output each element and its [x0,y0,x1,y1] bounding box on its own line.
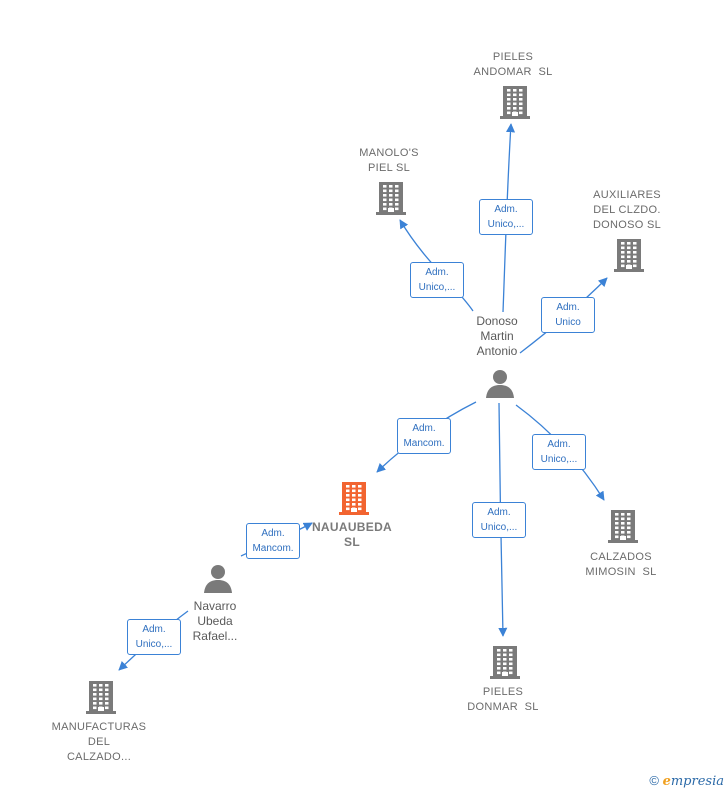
node-label-line: MANOLO'S [359,147,419,159]
node-label-line: PIELES [482,686,524,698]
edge-label-donoso-to-nauaubeda[interactable]: Adm. Mancom. [397,418,451,454]
building-icon[interactable] [86,679,116,720]
node-label-line: CALZADOS [590,551,652,563]
edge-label-line: Adm. [556,302,580,313]
building-icon[interactable] [608,508,638,549]
copyright-footer: © empresia [649,773,724,789]
edge-label-line: Adm. [142,624,166,635]
node-label-manufacturas[interactable]: MANUFACTURAS DEL CALZADO... [24,720,174,765]
node-label-line: Rafael... [192,629,238,643]
edge-label-line: Adm. [494,204,518,215]
building-icon[interactable] [614,237,644,278]
edge-label-line: Unico,... [418,282,456,293]
node-label-pieles-andomar[interactable]: PIELES ANDOMAR SL [438,50,588,80]
node-label-line: MANUFACTURAS [51,721,147,733]
edge-label-donoso-to-auxiliares[interactable]: Adm. Unico [541,297,595,333]
building-icon[interactable] [490,644,520,685]
person-icon[interactable] [485,368,515,403]
edge-label-line: Unico,... [480,522,518,533]
edge-label-line: Mancom. [252,543,294,554]
node-label-line: DEL [87,736,111,748]
node-label-line: Martin [480,329,514,343]
node-label-line: DONMAR SL [467,701,539,713]
node-label-line: MIMOSIN SL [585,566,657,578]
edge-label-navarro-to-manufacturas[interactable]: Adm. Unico,... [127,619,181,655]
copyright-symbol: © [649,773,659,788]
edge-label-line: Adm. [547,439,571,450]
edge-label-navarro-to-nauaubeda[interactable]: Adm. Mancom. [246,523,300,559]
node-label-line: ANDOMAR SL [473,66,553,78]
edge-label-line: Unico,... [540,454,578,465]
node-label-line: PIELES [492,51,534,63]
edge-label-line: Adm. [412,423,436,434]
node-label-line: Antonio [476,344,518,358]
node-label-line: SL [344,535,360,549]
building-icon[interactable] [376,180,406,221]
edge-label-line: Unico,... [487,219,525,230]
person-icon[interactable] [203,563,233,598]
edge-label-line: Mancom. [403,438,445,449]
node-label-line: DEL CLZDO. [593,204,661,216]
node-label-line: Donoso [476,314,518,328]
node-label-line: CALZADO... [66,751,132,763]
building-icon[interactable] [500,84,530,125]
edge-label-donoso-to-pieles-andomar[interactable]: Adm. Unico,... [479,199,533,235]
node-label-line: Ubeda [197,614,233,628]
node-label-line: AUXILIARES [593,189,661,201]
node-label-auxiliares[interactable]: AUXILIARES DEL CLZDO. DONOSO SL [552,188,702,233]
edge-label-line: Unico,... [135,639,173,650]
edge-label-line: Adm. [487,507,511,518]
edges-layer [118,123,608,671]
node-label-pieles-donmar[interactable]: PIELES DONMAR SL [428,685,578,715]
brand-name: mpresia [670,774,724,789]
building-icon[interactable] [339,480,369,521]
edge-label-donoso-to-calzados-mimosin[interactable]: Adm. Unico,... [532,434,586,470]
node-label-manolos-piel[interactable]: MANOLO'S PIEL SL [314,146,464,176]
node-label-calzados-mimosin[interactable]: CALZADOS MIMOSIN SL [546,550,696,580]
node-label-line: DONOSO SL [592,219,662,231]
brand-initial: e [662,774,671,789]
node-label-line: NAUAUBEDA [311,520,393,534]
node-label-line: Navarro [193,599,237,613]
edge-label-donoso-to-manolos-piel[interactable]: Adm. Unico,... [410,262,464,298]
edge-label-line: Unico [555,317,581,328]
edge-label-line: Adm. [425,267,449,278]
edge-label-line: Adm. [261,528,285,539]
node-label-line: PIEL SL [367,162,411,174]
edge-label-donoso-to-pieles-donmar[interactable]: Adm. Unico,... [472,502,526,538]
